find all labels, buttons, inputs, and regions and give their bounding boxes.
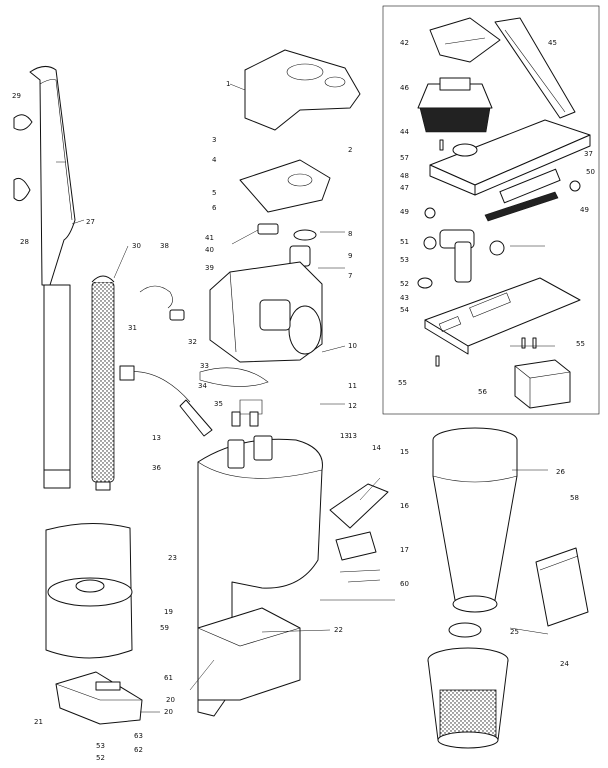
callout-22: 22 — [334, 626, 343, 634]
callout-57: 57 — [400, 154, 409, 162]
callout-13c: 13 — [340, 432, 349, 440]
callout-46: 46 — [400, 84, 409, 92]
callout-44: 44 — [400, 128, 409, 136]
callout-20b: 20 — [164, 708, 173, 716]
callout-26: 26 — [556, 468, 565, 476]
callout-41: 41 — [205, 234, 214, 242]
callout-14: 14 — [372, 444, 381, 452]
callout-48: 48 — [400, 172, 409, 180]
callout-15: 15 — [400, 448, 409, 456]
callout-5: 5 — [212, 189, 216, 197]
callout-2: 2 — [348, 146, 352, 154]
callout-29: 29 — [12, 92, 21, 100]
part-floor-tool-57 — [429, 119, 591, 204]
inset-screws — [435, 139, 537, 367]
leader-lines — [56, 83, 555, 713]
callout-56: 56 — [478, 388, 487, 396]
callout-61: 61 — [164, 674, 173, 682]
callout-54: 54 — [400, 306, 409, 314]
callout-23: 23 — [168, 554, 177, 562]
callout-38: 38 — [160, 242, 169, 250]
callout-58: 58 — [570, 494, 579, 502]
callout-30: 30 — [132, 242, 141, 250]
callout-47: 47 — [400, 184, 409, 192]
callout-55b: 55 — [398, 379, 407, 387]
callout-1: 1 — [226, 80, 230, 88]
callout-50: 50 — [586, 168, 595, 176]
callout-17: 17 — [400, 546, 409, 554]
motor-assembly — [209, 49, 361, 427]
callout-52b: 52 — [96, 754, 105, 762]
part-brush-roll-48 — [424, 180, 581, 222]
callout-51: 51 — [400, 238, 409, 246]
callout-53: 53 — [400, 256, 409, 264]
callout-39: 39 — [205, 264, 214, 272]
callout-27: 27 — [86, 218, 95, 226]
callout-36: 36 — [152, 464, 161, 472]
callout-63: 63 — [134, 732, 143, 740]
callout-32: 32 — [188, 338, 197, 346]
callout-59: 59 — [160, 624, 169, 632]
callout-25: 25 — [510, 628, 519, 636]
callout-45: 45 — [548, 39, 557, 47]
callout-20a: 20 — [166, 696, 175, 704]
callout-33: 33 — [200, 362, 209, 370]
callout-16: 16 — [400, 502, 409, 510]
callout-labels: 1 2 3 4 5 6 7 8 9 10 11 12 13 13 13 14 1… — [12, 39, 595, 762]
part-bin-56 — [514, 359, 571, 409]
callout-4: 4 — [212, 156, 217, 164]
dirt-cup — [45, 523, 143, 725]
callout-21: 21 — [34, 718, 43, 726]
callout-43: 43 — [400, 294, 409, 302]
callout-40: 40 — [205, 246, 214, 254]
callout-53b: 53 — [96, 742, 105, 750]
part-dusting-brush-46 — [417, 77, 493, 133]
callout-37: 37 — [584, 150, 593, 158]
callout-42: 42 — [400, 39, 409, 47]
callout-49a: 49 — [400, 208, 409, 216]
main-body — [197, 435, 389, 717]
cord-parts — [119, 285, 269, 437]
callout-28a: 28 — [20, 238, 29, 246]
callout-9: 9 — [348, 252, 352, 260]
callout-52: 52 — [400, 280, 409, 288]
callout-24: 24 — [560, 660, 569, 668]
callout-3: 3 — [212, 136, 216, 144]
callout-13b: 13 — [348, 432, 357, 440]
callout-62: 62 — [134, 746, 143, 754]
attachments-inset — [382, 5, 600, 415]
callout-31: 31 — [128, 324, 137, 332]
callout-10: 10 — [348, 342, 357, 350]
callout-55a: 55 — [576, 340, 585, 348]
callout-7: 7 — [348, 272, 352, 280]
callout-35: 35 — [214, 400, 223, 408]
callout-34: 34 — [198, 382, 207, 390]
part-swivel-neck-50 — [417, 229, 505, 289]
handle-wand-assembly — [13, 66, 115, 491]
part-base-plate-54 — [424, 277, 581, 355]
callout-60: 60 — [400, 580, 409, 588]
callout-11: 11 — [348, 382, 357, 390]
cyclone-separator — [427, 427, 589, 749]
callout-6: 6 — [212, 204, 217, 212]
callout-13a: 13 — [152, 434, 161, 442]
part-crevice-tool-45 — [494, 17, 576, 119]
callout-19: 19 — [164, 608, 173, 616]
part-tool-42 — [429, 17, 501, 63]
callout-12: 12 — [348, 402, 357, 410]
callout-49b: 49 — [580, 206, 589, 214]
callout-8: 8 — [348, 230, 352, 238]
